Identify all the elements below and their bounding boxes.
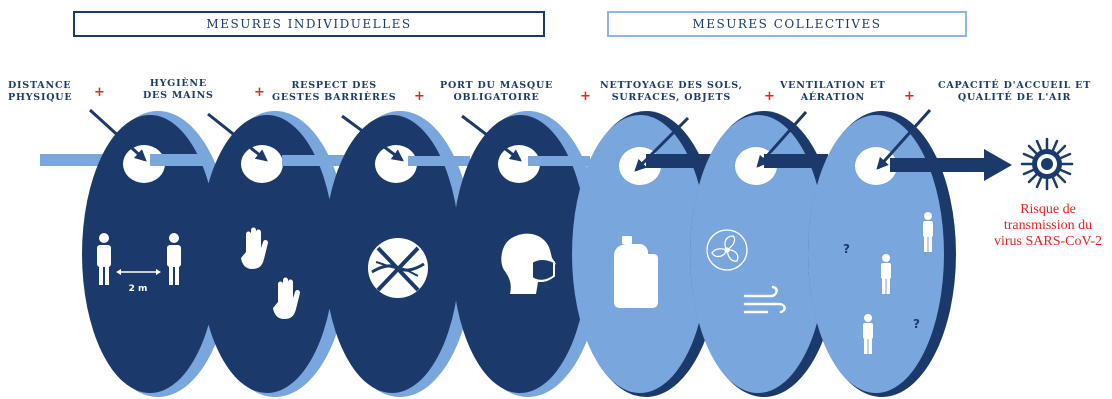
distance-value: 2 m: [129, 284, 148, 294]
question-mark: ?: [913, 317, 920, 331]
header-individual-measures: MESURES INDIVIDUELLES: [73, 11, 545, 37]
penetration-bar: [282, 155, 350, 166]
face-mask-icon: [501, 233, 556, 294]
no-handshake-icon: [368, 238, 428, 298]
slice-hand-hygiene: [199, 111, 350, 397]
occupancy-icon: [863, 212, 933, 354]
plus-sign: +: [94, 85, 105, 100]
ventilation-icon: [706, 229, 748, 271]
penetration-bar: [528, 156, 590, 166]
slice-capacity: ? ?: [808, 111, 1012, 397]
penetration-bar: [764, 154, 828, 168]
slice-hole: [498, 145, 540, 183]
risk-label: Risque de transmission du virus SARS-CoV…: [993, 202, 1102, 249]
pointer-arrow: [341, 114, 404, 162]
slice-ventilation: [690, 111, 838, 397]
slice-distance: 2 m: [82, 111, 232, 397]
hands-icon: [241, 227, 301, 319]
plus-sign: +: [580, 89, 591, 104]
slice-mask: [452, 111, 602, 397]
airflow-icon: [743, 285, 786, 314]
label-cleaning: NETTOYAGE DES SOLS,SURFACES, OBJETS: [600, 80, 743, 103]
virus-icon: [1020, 137, 1074, 191]
distancing-people-icon: [97, 233, 181, 285]
plus-sign: +: [254, 85, 265, 100]
slice-hole: [375, 145, 417, 183]
plus-sign: +: [764, 89, 775, 104]
plus-sign: +: [414, 89, 425, 104]
pointer-arrows: [88, 108, 932, 172]
slice-barrier-gestures: [324, 111, 474, 397]
cleaning-bottle-icon: [614, 236, 658, 308]
pointer-arrow: [876, 108, 932, 170]
header-collective-measures: MESURES COLLECTIVES: [607, 11, 967, 37]
plus-sign: +: [904, 89, 915, 104]
penetration-bar: [408, 156, 470, 166]
penetration-bar: [646, 154, 712, 168]
pointer-arrow: [461, 114, 522, 162]
slice-cleaning: [572, 111, 720, 397]
pointer-arrow: [207, 112, 268, 162]
slice-hole: [241, 145, 283, 183]
question-mark: ?: [843, 242, 850, 256]
penetration-bar: [150, 154, 204, 166]
pointer-arrow: [756, 111, 808, 168]
pointer-arrow: [634, 116, 690, 172]
pointer-arrow: [88, 108, 147, 162]
